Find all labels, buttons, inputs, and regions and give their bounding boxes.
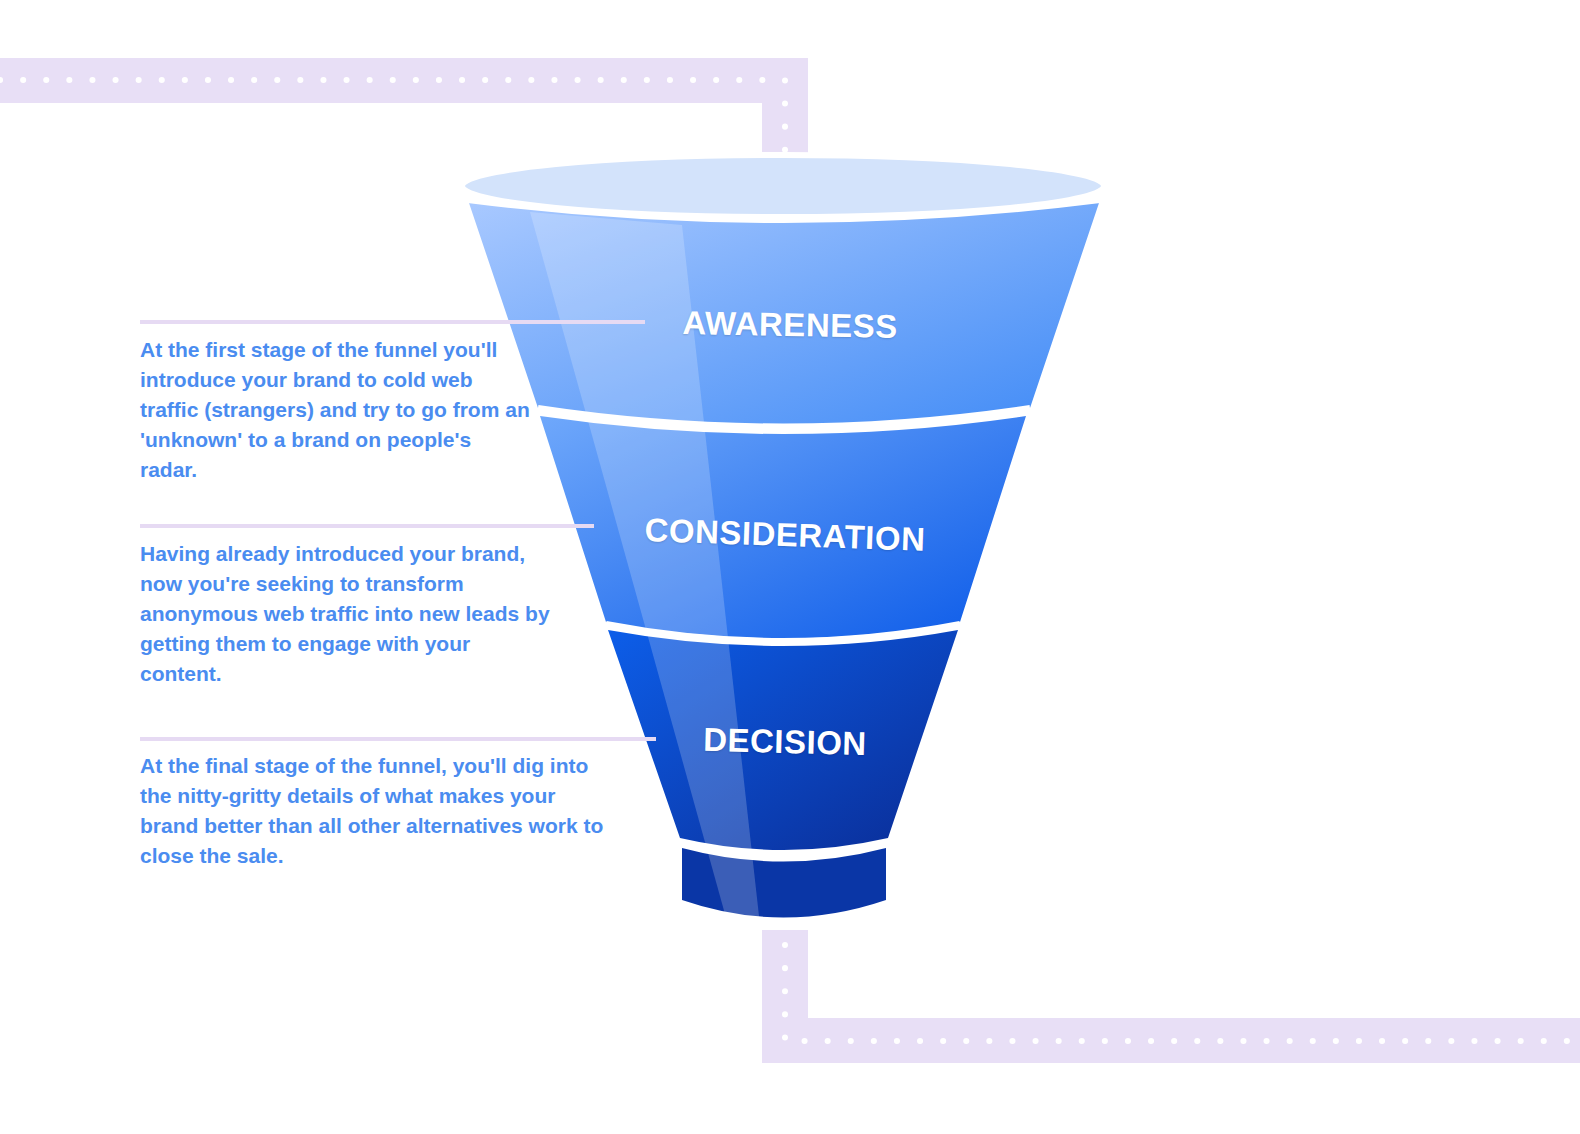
leader-lines: [140, 322, 656, 739]
band-label: AWARENESS: [682, 304, 898, 346]
funnel: [462, 155, 1104, 925]
dotted-track: [0, 58, 1580, 1063]
band-label: CONSIDERATION: [644, 511, 926, 559]
funnel-band: AWARENESS: [560, 291, 1021, 359]
funnel-band: CONSIDERATION: [579, 498, 991, 572]
stage-description: At the first stage of the funnel you'll …: [140, 335, 530, 485]
funnel-band: DECISION: [639, 708, 930, 776]
band-label: DECISION: [703, 721, 867, 763]
stage-description: At the final stage of the funnel, you'll…: [140, 751, 610, 871]
stage-description: Having already introduced your brand, no…: [140, 539, 550, 689]
